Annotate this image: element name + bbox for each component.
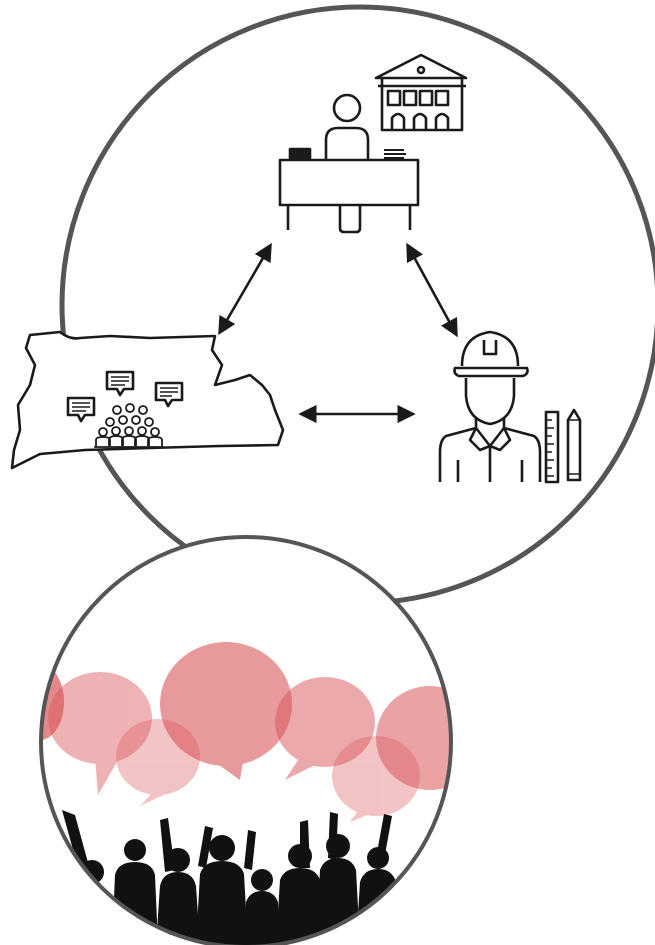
outer-circle	[62, 7, 655, 603]
